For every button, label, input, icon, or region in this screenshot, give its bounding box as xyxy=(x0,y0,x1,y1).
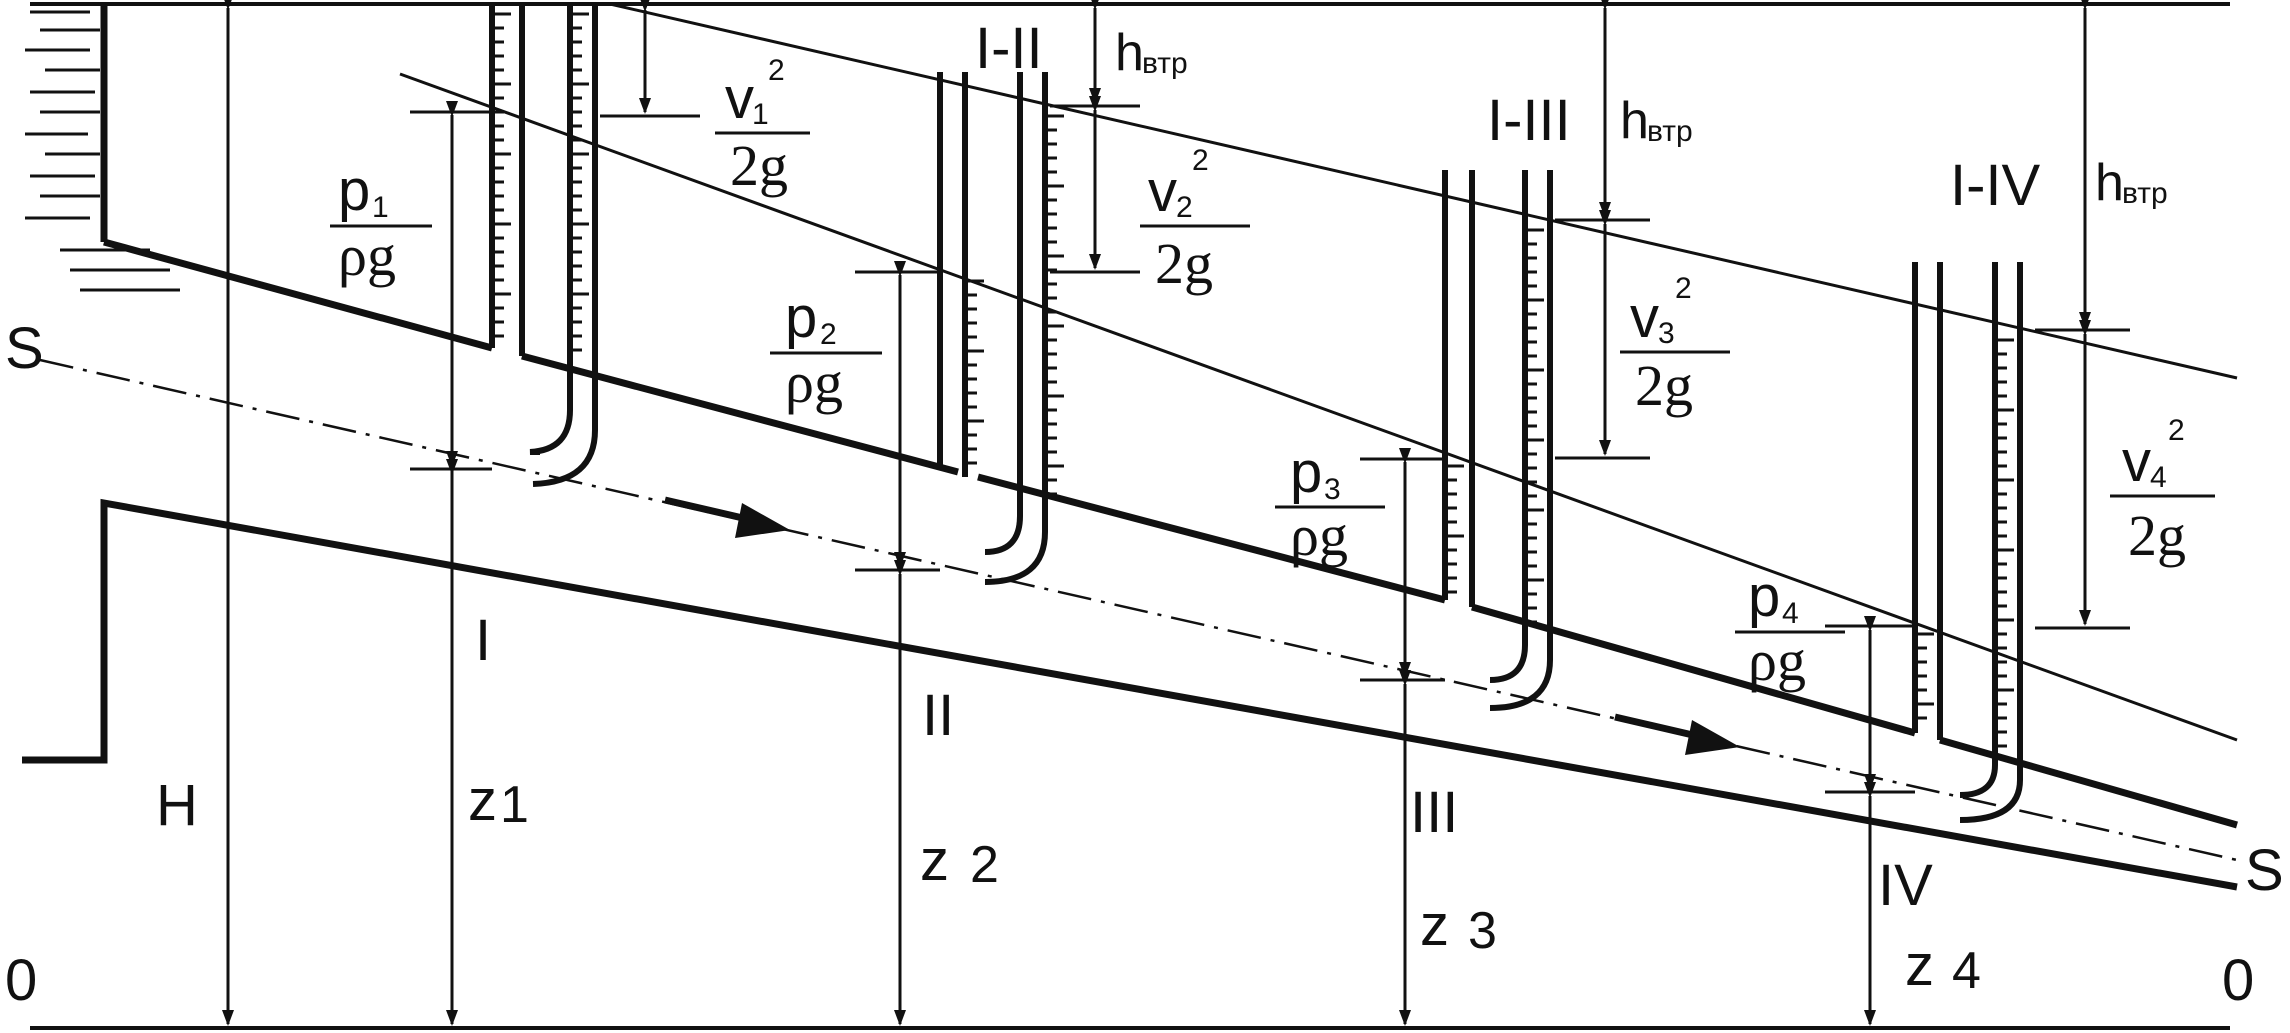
label-i-ii: I-II xyxy=(975,16,1043,81)
svg-text:3: 3 xyxy=(1468,902,1497,960)
tubes-section-1 xyxy=(489,4,598,487)
svg-text:4: 4 xyxy=(1782,597,1799,630)
tubes-section-2 xyxy=(937,72,1048,585)
svg-text:втр: втр xyxy=(2122,177,2168,210)
z2-label: z 2 xyxy=(920,828,999,894)
svg-text:3: 3 xyxy=(1658,317,1675,350)
svg-text:v: v xyxy=(1630,285,1659,350)
svg-text:2: 2 xyxy=(820,318,837,351)
tubes-section-4 xyxy=(1912,262,2023,823)
svg-text:втр: втр xyxy=(1647,115,1693,148)
h-label: H xyxy=(156,773,198,838)
svg-text:2g: 2g xyxy=(730,133,788,198)
svg-text:z: z xyxy=(920,828,949,893)
head-loss-label-1: h втр xyxy=(1115,24,1188,82)
svg-text:ρg: ρg xyxy=(1748,628,1806,693)
svg-text:4: 4 xyxy=(2150,461,2167,494)
section-label-4: IV xyxy=(1878,853,1933,918)
piezometric-line xyxy=(399,72,2238,742)
svg-text:v: v xyxy=(1148,159,1177,224)
svg-text:2: 2 xyxy=(1192,144,1209,177)
p4-over-rho-g: p 4 ρg xyxy=(1748,564,1806,693)
svg-text:3: 3 xyxy=(1324,473,1341,506)
svg-text:2g: 2g xyxy=(1635,353,1693,418)
head-loss-label-3: h втр xyxy=(2095,154,2168,212)
svg-text:v: v xyxy=(725,66,754,131)
p1-over-rho-g: p 1 ρg xyxy=(338,158,396,288)
tubes-section-3 xyxy=(1442,170,1553,711)
s-label-right: S xyxy=(2245,838,2284,903)
p3-over-rho-g: p 3 ρg xyxy=(1290,440,1348,568)
svg-text:1: 1 xyxy=(372,191,389,224)
energy-line xyxy=(609,2,2238,380)
label-i-iv: I-IV xyxy=(1950,153,2041,218)
z4-label: z 4 xyxy=(1905,933,1981,1000)
v4-sq-over-2g: v 4 2 2g xyxy=(2122,414,2186,568)
svg-text:2g: 2g xyxy=(1155,231,1213,296)
svg-text:h: h xyxy=(2095,154,2124,212)
tube-scales xyxy=(495,12,2014,748)
z1-label: z 1 xyxy=(468,768,529,834)
svg-text:p: p xyxy=(1290,440,1322,505)
svg-text:2: 2 xyxy=(1675,272,1692,305)
svg-text:z: z xyxy=(1905,933,1934,998)
svg-text:2g: 2g xyxy=(2128,503,2186,568)
svg-text:z: z xyxy=(1420,893,1449,958)
pipe-bottom-wall xyxy=(22,498,2238,891)
svg-text:p: p xyxy=(785,285,817,350)
svg-text:1: 1 xyxy=(752,98,769,131)
fraction-bars xyxy=(330,131,2215,634)
dimension-lines xyxy=(222,0,2130,1026)
svg-text:2: 2 xyxy=(768,54,785,87)
svg-text:втр: втр xyxy=(1142,47,1188,80)
svg-text:ρg: ρg xyxy=(785,350,843,415)
label-i-iii: I-III xyxy=(1487,88,1571,153)
section-label-1: I xyxy=(475,608,491,673)
svg-text:h: h xyxy=(1115,24,1144,82)
svg-text:2: 2 xyxy=(1176,191,1193,224)
z3-label: z 3 xyxy=(1420,893,1497,960)
flow-arrow xyxy=(664,496,1740,755)
svg-text:p: p xyxy=(1748,564,1780,629)
s-label-left: S xyxy=(5,316,44,381)
p2-over-rho-g: p 2 ρg xyxy=(785,285,843,415)
head-loss-label-2: h втр xyxy=(1620,92,1693,150)
svg-text:p: p xyxy=(338,158,370,223)
v3-sq-over-2g: v 3 2 2g xyxy=(1630,272,1693,418)
datum-label-right: 0 xyxy=(2222,948,2254,1013)
v2-sq-over-2g: v 2 2 2g xyxy=(1148,144,1213,296)
svg-text:ρg: ρg xyxy=(338,223,396,288)
svg-text:1: 1 xyxy=(500,776,529,834)
svg-text:2: 2 xyxy=(970,836,999,894)
section-label-2: II xyxy=(922,683,954,748)
svg-text:h: h xyxy=(1620,92,1649,150)
svg-text:v: v xyxy=(2122,429,2151,494)
axis-s-s xyxy=(39,358,2238,862)
datum-label-left: 0 xyxy=(5,948,37,1013)
svg-text:z: z xyxy=(468,768,497,833)
svg-text:2: 2 xyxy=(2168,414,2185,447)
v1-sq-over-2g: v 1 2 2g xyxy=(725,54,788,198)
section-label-3: III xyxy=(1410,780,1458,845)
svg-text:4: 4 xyxy=(1952,942,1981,1000)
svg-text:ρg: ρg xyxy=(1290,503,1348,568)
